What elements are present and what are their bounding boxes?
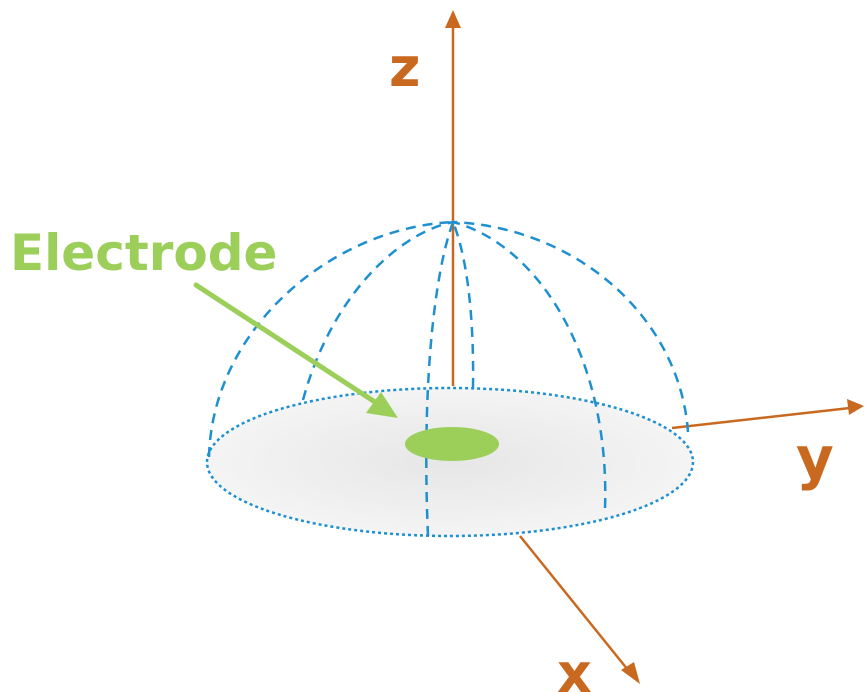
y-axis-label: y <box>796 424 834 492</box>
electrode-disc <box>405 427 499 461</box>
electrode-pointer-arrowhead <box>366 392 398 418</box>
y-axis-arrowhead <box>847 399 864 415</box>
dome-meridian-left-mid <box>301 220 454 401</box>
base-disc <box>207 388 693 536</box>
base-disc-outline <box>205 386 695 538</box>
dome-meridian-right-mid <box>452 220 607 509</box>
x-axis <box>519 535 629 671</box>
z-axis-label: z <box>389 36 420 99</box>
x-axis-label: x <box>557 642 592 692</box>
electrode-label: Electrode <box>10 224 277 282</box>
x-axis-arrowhead <box>621 662 640 684</box>
dome-meridian-right-outer <box>452 220 690 433</box>
dome-meridian-front <box>425 221 455 537</box>
z-axis-arrowhead <box>445 10 461 28</box>
y-axis <box>671 406 851 430</box>
dome-meridian-back <box>451 221 475 389</box>
electrode-pointer-arrow <box>193 282 381 407</box>
